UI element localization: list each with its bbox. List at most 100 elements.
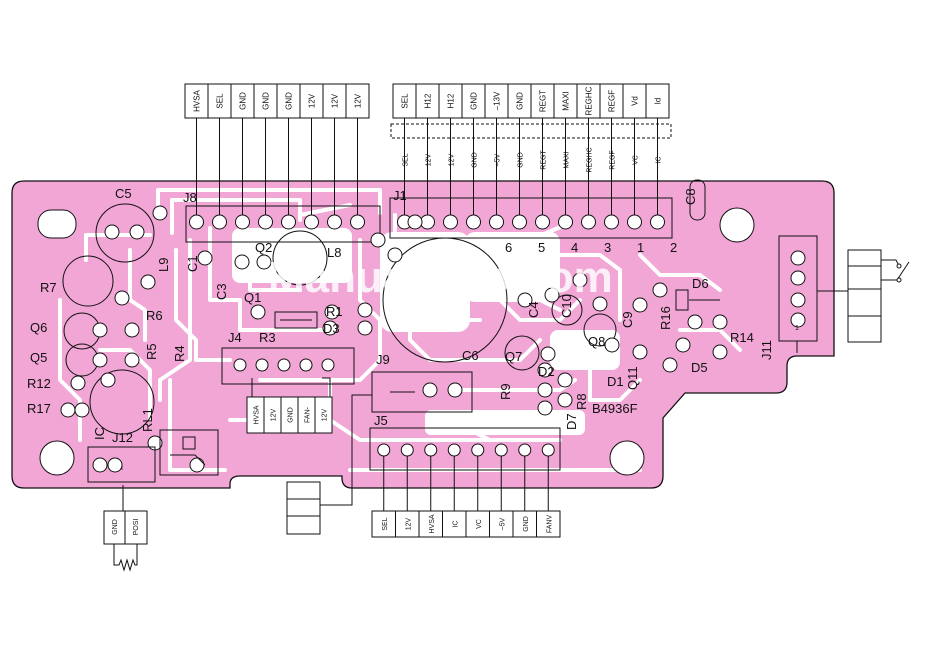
solder-pad (687, 314, 703, 330)
j1-pin (466, 214, 481, 230)
ref-r7: R7 (40, 280, 57, 295)
j4-pin (233, 358, 247, 372)
j5-header-outline (369, 427, 561, 471)
j11-switch-block (817, 249, 910, 343)
solder-pad (197, 250, 213, 266)
j5-pin (424, 443, 438, 457)
ref-q1: Q1 (244, 290, 261, 305)
ref-c10: C10 (559, 294, 574, 318)
j4-pin (299, 358, 313, 372)
connector-b-pin-label: MAXI (562, 91, 571, 111)
d6-body (675, 289, 689, 311)
j12-header-outline (87, 446, 156, 483)
ref-c3: C3 (214, 283, 229, 300)
j8-header-outline (185, 205, 381, 243)
j4-pin-label: GND (288, 407, 295, 423)
solder-pad (140, 274, 156, 290)
ref-c8: C8 (683, 188, 698, 205)
connector-b-pin-label: Id (654, 98, 663, 105)
solder-pad (234, 254, 250, 270)
connector-b-pin-label: GND (470, 92, 479, 110)
j1-pin-number: 4 (571, 240, 578, 255)
ref-r12: R12 (27, 376, 51, 391)
solder-pad (124, 322, 140, 338)
mounting-hole-top-right (719, 207, 755, 243)
connector-a-pin-label: HVSA (193, 89, 202, 111)
j4-pin (321, 358, 335, 372)
solder-pad (544, 287, 560, 303)
solder-pad (74, 402, 90, 418)
ref-q5: Q5 (30, 350, 47, 365)
j12-pin-mark: I (121, 465, 123, 472)
j1-pin (489, 214, 504, 230)
c8-body (689, 179, 706, 221)
component-bodies (62, 203, 617, 435)
solder-pad (632, 344, 648, 360)
ref-r5: R5 (144, 343, 159, 360)
connector-b-pin-label: –13V (493, 91, 502, 110)
ref-q11: Q11 (625, 366, 640, 390)
j4-pin (255, 358, 269, 372)
j5-pin (447, 443, 461, 457)
j1-pin (650, 214, 665, 230)
j4-pin-label: 12V (271, 408, 278, 421)
j5-pin (541, 443, 555, 457)
j1-pin (581, 214, 596, 230)
solder-pad (60, 402, 76, 418)
solder-pad (537, 362, 553, 378)
ref-r17: R17 (27, 401, 51, 416)
solder-pad (370, 232, 386, 248)
j9-header-outline (371, 371, 473, 413)
solder-pad (407, 214, 423, 230)
pcb-board (11, 180, 835, 489)
j5-pin (494, 443, 508, 457)
j5-pin-label: 12V (405, 517, 412, 530)
ref-r3: R3 (259, 330, 276, 345)
ref-q7: Q7 (505, 349, 522, 364)
j4-pin-label: 12V (322, 408, 329, 421)
j4-label-box (246, 396, 333, 434)
j5-pin (377, 443, 391, 457)
r3-body (274, 311, 318, 329)
solder-pad (324, 304, 340, 320)
connector-b-pin-label: REGHC (585, 86, 594, 115)
connector-a-pin-label: SEL (216, 93, 225, 109)
q7-body (504, 335, 540, 371)
solder-pad (322, 320, 338, 336)
j5-pin-label: IC (452, 521, 459, 528)
mounting-hole-bottom-right (609, 440, 645, 476)
ref-c9: C9 (620, 311, 635, 328)
solder-pad (557, 372, 573, 388)
j5-pin (400, 443, 414, 457)
solder-pad (790, 250, 806, 266)
ref-q8: Q8 (588, 334, 605, 349)
solder-pad (572, 272, 588, 288)
connector-b-pin-label: REGF (608, 90, 617, 112)
c10-body (583, 313, 617, 347)
solder-pad (712, 344, 728, 360)
ref-r9: R9 (498, 383, 513, 400)
solder-pad (540, 346, 556, 362)
small-parts (87, 179, 818, 483)
solder-pad (662, 357, 678, 373)
j8-pin (258, 214, 273, 230)
solder-pads (60, 205, 806, 473)
ref-j5: J5 (374, 413, 388, 428)
ref-r1: R1 (326, 304, 343, 319)
solder-pad (129, 224, 145, 240)
solder-pad (537, 400, 553, 416)
mounting-hole-bottom-left (39, 440, 75, 476)
j12-pin-label: GND (112, 519, 119, 535)
connector-b-pin-label: H12 (447, 93, 456, 108)
solder-pad (104, 224, 120, 240)
ref-d6: D6 (692, 276, 709, 291)
connector-b-pin-label: Vd (631, 96, 640, 106)
j1-pin-label: REGHC (587, 147, 594, 172)
j5-pin-label: SEL (382, 517, 389, 530)
ref-c4: C4 (526, 301, 541, 318)
external-connector-block (286, 394, 372, 535)
